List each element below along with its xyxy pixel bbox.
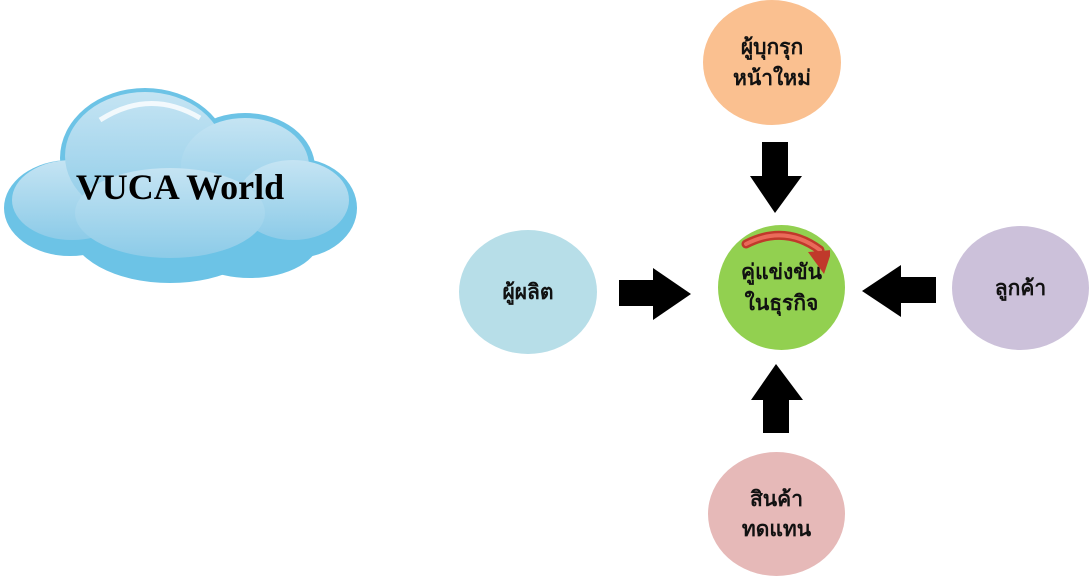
node-rivalry: คู่แข่งขัน ในธุรกิจ <box>718 225 845 350</box>
node-new-entrants-line2: หน้าใหม่ <box>733 64 811 90</box>
node-rivalry-line1: คู่แข่งขัน <box>741 259 822 285</box>
node-rivalry-line2: ในธุรกิจ <box>744 289 819 315</box>
node-suppliers-line1: ผู้ผลิต <box>502 278 554 304</box>
node-new-entrants: ผู้บุกรุก หน้าใหม่ <box>703 0 841 125</box>
arrow-down-icon <box>750 142 802 213</box>
node-suppliers: ผู้ผลิต <box>459 230 597 354</box>
arrow-left-icon <box>862 265 936 317</box>
cloud-label: VUCA World <box>75 167 285 207</box>
node-substitutes-line2: ทดแทน <box>741 516 812 541</box>
node-substitutes-line1: สินค้า <box>749 485 803 511</box>
curved-arrow-icon <box>741 230 830 274</box>
arrow-up-icon <box>751 364 803 433</box>
arrow-right-icon <box>619 268 691 320</box>
node-substitutes: สินค้า ทดแทน <box>708 452 845 576</box>
cloud-shape <box>4 88 357 283</box>
node-buyers-line1: ลูกค้า <box>994 274 1047 300</box>
node-buyers: ลูกค้า <box>952 226 1089 350</box>
node-new-entrants-line1: ผู้บุกรุก <box>740 34 804 60</box>
